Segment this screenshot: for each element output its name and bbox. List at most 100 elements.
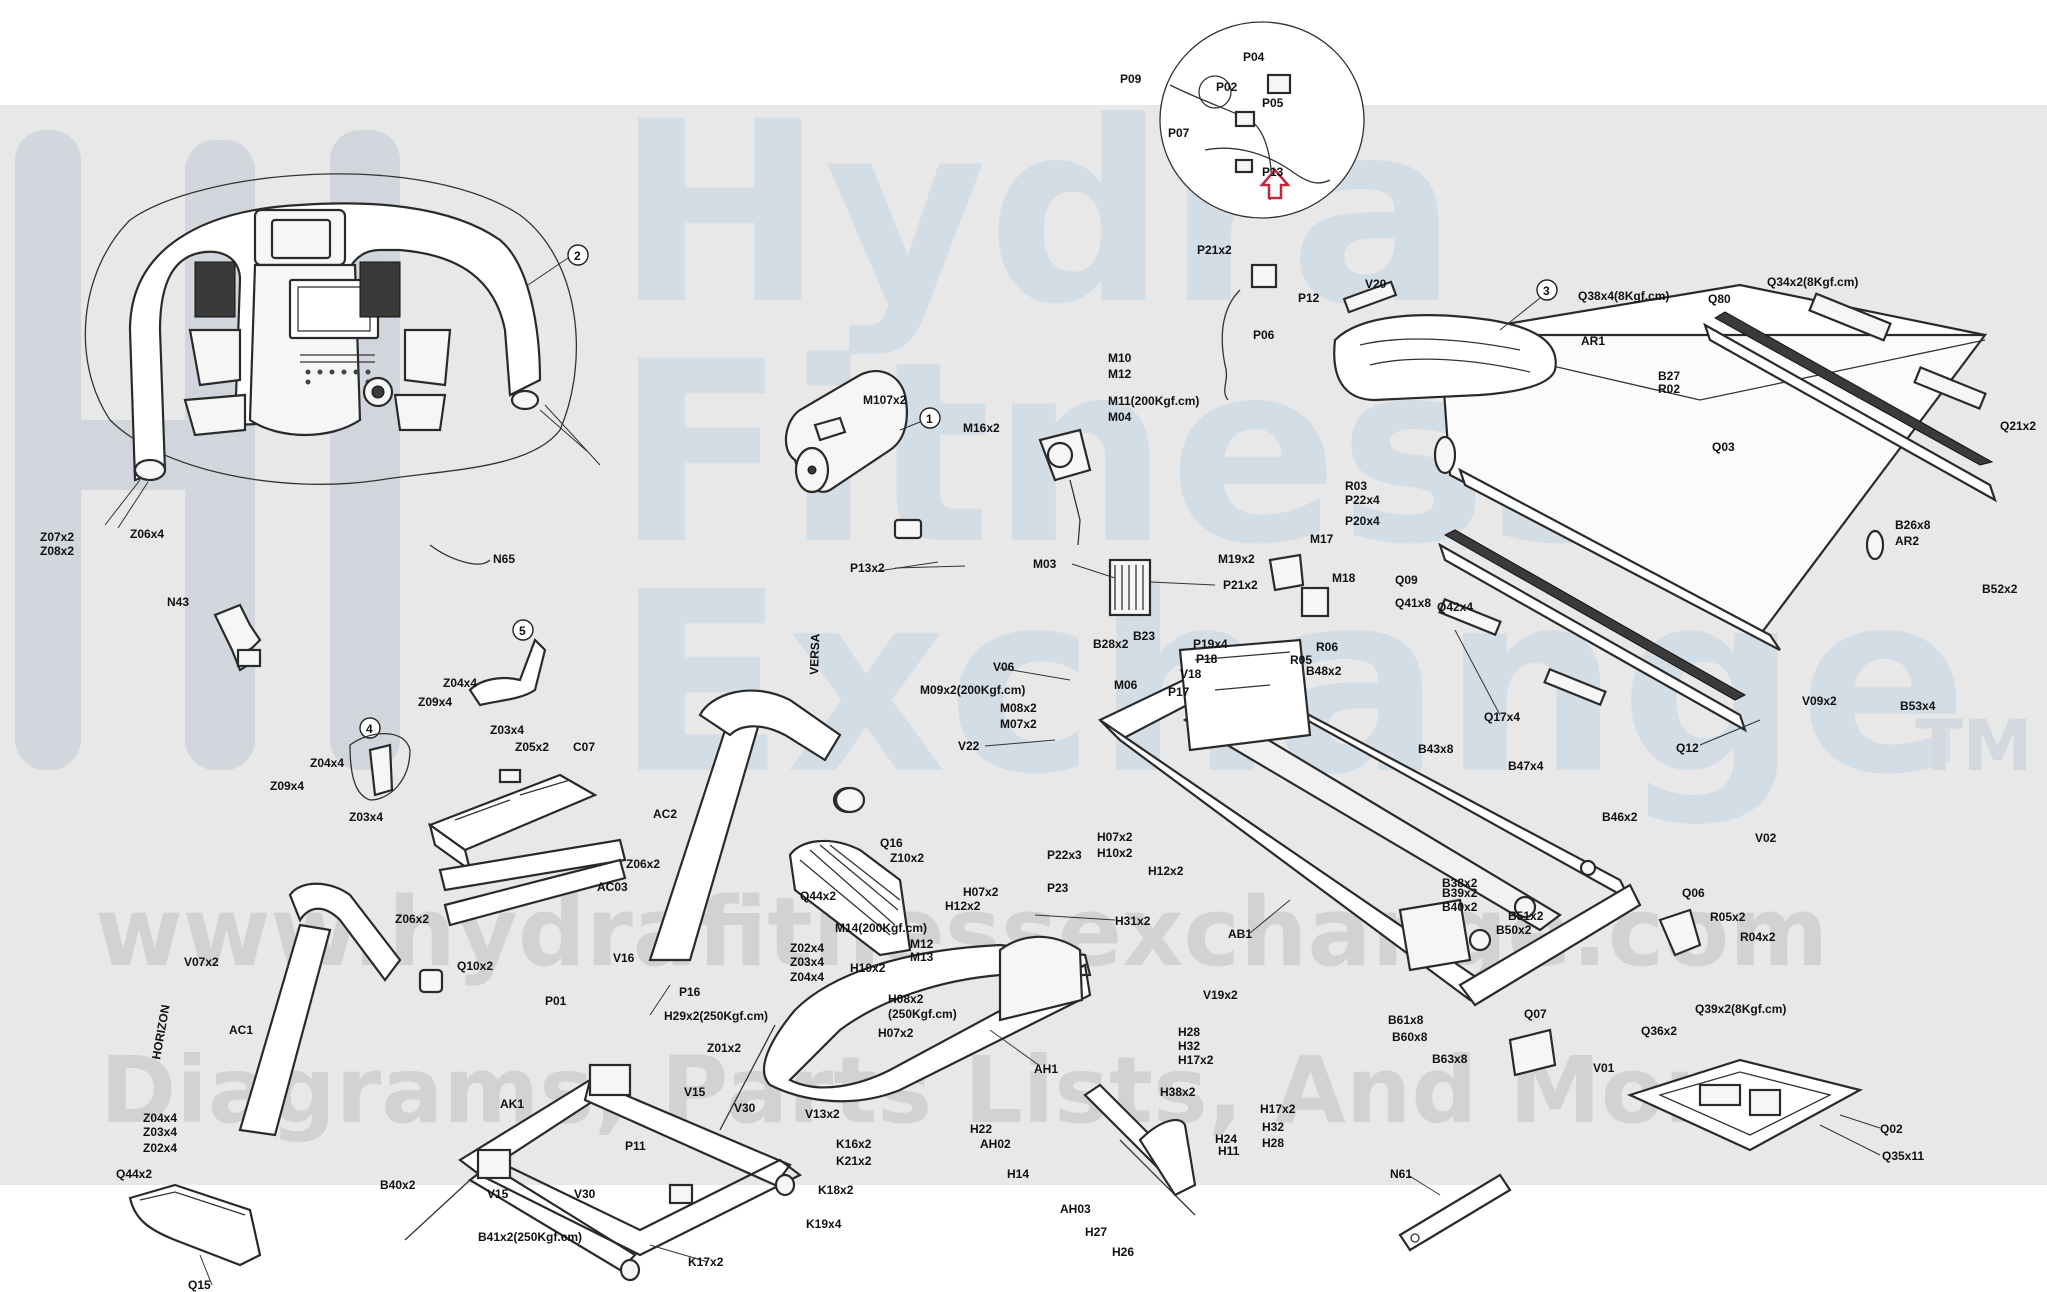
label-V13x2: V13x2	[805, 1107, 840, 1121]
label-H07x2a: H07x2	[1097, 830, 1133, 844]
label-V19x2: V19x2	[1203, 988, 1238, 1002]
label-B38x2: B38x2	[1442, 876, 1478, 890]
console-assembly: 2	[84, 173, 601, 529]
label-H32a: H32	[1178, 1039, 1200, 1053]
label-Z03x4b: Z03x4	[349, 810, 383, 824]
label-V01: V01	[1593, 1061, 1615, 1075]
label-M09x2: M09x2(200Kgf.cm)	[920, 683, 1025, 697]
label-Q10x2: Q10x2	[457, 959, 493, 973]
label-B47x4: B47x4	[1508, 759, 1544, 773]
label-V20: V20	[1365, 277, 1387, 291]
label-V30a: V30	[734, 1101, 756, 1115]
label-P13x2: P13x2	[850, 561, 885, 575]
incline-arm	[1083, 1083, 1197, 1216]
label-M18: M18	[1332, 571, 1356, 585]
label-Q12: Q12	[1676, 741, 1699, 755]
label-H29x2: H29x2(250Kgf.cm)	[664, 1009, 768, 1023]
label-B51x2: B51x2	[1508, 909, 1544, 923]
label-P16: P16	[679, 985, 701, 999]
label-K16x2: K16x2	[836, 1137, 872, 1151]
label-Q17x4: Q17x4	[1484, 710, 1520, 724]
label-AK1: AK1	[500, 1097, 524, 1111]
label-P19x4: P19x4	[1193, 637, 1228, 651]
label-R05x2: R05x2	[1710, 910, 1746, 924]
label-V30b: V30	[574, 1187, 596, 1201]
label-Q42x4: Q42x4	[1437, 600, 1473, 614]
label-Q80: Q80	[1708, 292, 1731, 306]
label-P18: P18	[1196, 652, 1218, 666]
label-AH02: AH02	[980, 1137, 1011, 1151]
label-B27: B27	[1658, 369, 1680, 383]
label-H07x2b: H07x2	[963, 885, 999, 899]
label-Q02: Q02	[1880, 1122, 1903, 1136]
label-Q15: Q15	[188, 1278, 211, 1292]
label-Q44x2b: Q44x2	[116, 1167, 152, 1181]
label-V18: V18	[1180, 667, 1202, 681]
label-H38x2: H38x2	[1160, 1085, 1196, 1099]
label-Z09x4a: Z09x4	[418, 695, 452, 709]
label-Q06: Q06	[1682, 886, 1705, 900]
label-P22x4: P22x4	[1345, 493, 1380, 507]
controller-heatsink	[1108, 558, 1152, 617]
accessory-tray: 5 4	[349, 619, 627, 927]
label-B63x8: B63x8	[1432, 1052, 1468, 1066]
label-K21x2: K21x2	[836, 1154, 872, 1168]
callout-4-number: 4	[366, 722, 373, 736]
watermark-trademark: TM	[1915, 705, 2032, 787]
label-V07x2: V07x2	[184, 955, 219, 969]
drive-motor: 1	[784, 370, 941, 540]
label-Q35x11: Q35x11	[1882, 1149, 1924, 1163]
label-Z06x2b: Z06x2	[395, 912, 429, 926]
label-B40x2b: B40x2	[380, 1178, 416, 1192]
label-C07: C07	[573, 740, 595, 754]
label-H08x2: H08x2	[888, 992, 924, 1006]
callout-5	[512, 619, 534, 641]
label-P07: P07	[1168, 126, 1190, 140]
label-P04: P04	[1243, 50, 1265, 64]
label-B48x2: B48x2	[1306, 664, 1342, 678]
label-V16: V16	[613, 951, 635, 965]
motor-cover: 3	[1333, 279, 1558, 402]
label-M12b: M12	[910, 937, 934, 951]
label-M14: M14(200Kgf.cm)	[835, 921, 927, 935]
label-B28x2: B28x2	[1093, 637, 1129, 651]
label-Q38x4: Q38x4(8Kgf.cm)	[1578, 289, 1669, 303]
label-N65: N65	[493, 552, 515, 566]
label-P05: P05	[1262, 96, 1284, 110]
label-Z07x2: Z07x2	[40, 530, 74, 544]
label-H11: H11	[1218, 1144, 1240, 1158]
label-P01: P01	[545, 994, 567, 1008]
label-M17: M17	[1310, 532, 1334, 546]
label-Z06x4: Z06x4	[130, 527, 164, 541]
label-H07x2c: H07x2	[878, 1026, 914, 1040]
label-V15b: V15	[487, 1187, 509, 1201]
label-V22: V22	[958, 739, 980, 753]
label-H14: H14	[1007, 1167, 1029, 1181]
label-H31x2: H31x2	[1115, 914, 1151, 928]
label-M04: M04	[1108, 410, 1132, 424]
label-H12x2b: H12x2	[945, 899, 981, 913]
label-M13: M13	[910, 950, 934, 964]
label-B60x8: B60x8	[1392, 1030, 1428, 1044]
label-B40x2a: B40x2	[1442, 900, 1478, 914]
callout-5-number: 5	[519, 624, 526, 638]
label-P13: P13	[1262, 165, 1284, 179]
upright-left: HORIZON	[149, 882, 444, 1137]
label-Z04x4b: Z04x4	[310, 756, 344, 770]
label-Z03x4c: Z03x4	[790, 955, 824, 969]
label-B26x8: B26x8	[1895, 518, 1931, 532]
label-Z03x4d: Z03x4	[143, 1125, 177, 1139]
label-M12a: M12	[1108, 367, 1132, 381]
label-M06: M06	[1114, 678, 1138, 692]
front-hood-grille	[788, 786, 912, 957]
leader-lines	[199, 561, 1881, 1286]
label-B41x2: B41x2(250Kgf.cm)	[478, 1230, 582, 1244]
label-B43x8: B43x8	[1418, 742, 1454, 756]
callout-2-number: 2	[574, 249, 581, 263]
label-P23: P23	[1047, 881, 1069, 895]
label-Q34x2: Q34x2(8Kgf.cm)	[1767, 275, 1858, 289]
deck-rails	[1342, 280, 1997, 733]
callout-2	[567, 244, 589, 266]
label-B50x2: B50x2	[1496, 923, 1532, 937]
part-labels: P04 P09 P02 P05 P07 P13 P21x2 P12 P06 Q3…	[40, 50, 2036, 1292]
